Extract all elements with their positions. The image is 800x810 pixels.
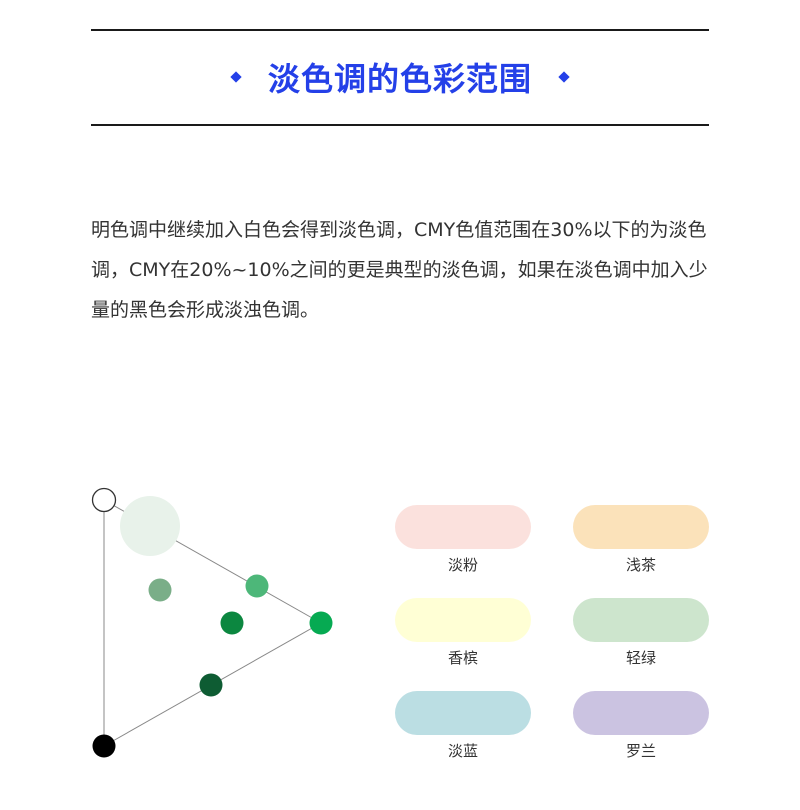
mid-green-dot — [220, 611, 244, 635]
bottom-rule — [91, 124, 709, 126]
swatch-violet — [573, 691, 709, 735]
page-title: 淡色调的色彩范围 — [267, 60, 532, 98]
swatch-label-violet: 罗兰 — [625, 742, 656, 760]
swatch-label-light-green: 轻绿 — [625, 649, 656, 667]
left-diamond-icon — [230, 71, 242, 83]
black-vertex-dot — [92, 734, 116, 758]
swatch-light-green — [573, 598, 709, 642]
light-green-dot — [245, 574, 269, 598]
description-paragraph: 明色调中继续加入白色会得到淡色调，CMY色值范围在30%以下的为淡色调，CMY在… — [91, 219, 708, 321]
swatch-label-pale-pink: 淡粉 — [447, 556, 478, 574]
tone-triangle-diagram — [91, 487, 333, 758]
swatch-pale-blue — [395, 691, 531, 735]
swatch-pale-pink — [395, 505, 531, 549]
swatch-label-champagne: 香槟 — [447, 649, 478, 667]
title-row: 淡色调的色彩范围 — [91, 54, 709, 100]
grayish-green-dot — [148, 578, 172, 602]
top-rule — [91, 29, 709, 31]
swatch-label-pale-blue: 淡蓝 — [447, 742, 478, 760]
dark-green-dot — [199, 673, 223, 697]
pale-tint-dot — [120, 496, 180, 556]
white-vertex-dot — [91, 487, 117, 513]
pure-green-dot — [309, 611, 333, 635]
swatch-champagne — [395, 598, 531, 642]
swatch-light-tea — [573, 505, 709, 549]
swatch-label-light-tea: 浅茶 — [625, 556, 656, 574]
right-diamond-icon — [558, 71, 570, 83]
